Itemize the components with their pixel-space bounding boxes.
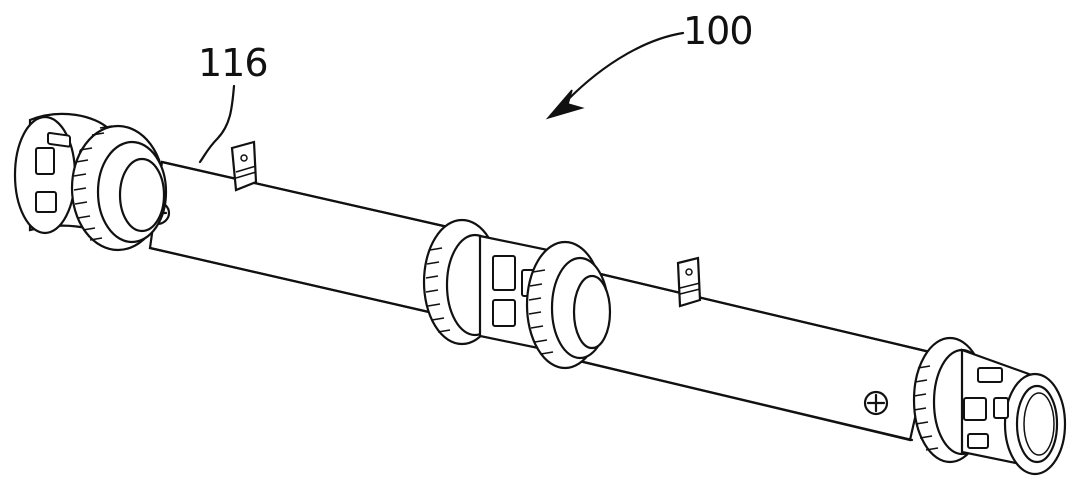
left-union-nut bbox=[70, 124, 168, 252]
assembly-leader-arrow bbox=[558, 31, 685, 110]
left-pipe-section bbox=[143, 160, 472, 320]
right-pipe-section bbox=[573, 270, 932, 442]
plus-marking bbox=[863, 390, 889, 416]
pipe-leader-line bbox=[198, 84, 236, 164]
right-mounting-tab bbox=[676, 256, 702, 308]
assembly-reference-label: 100 bbox=[683, 9, 753, 53]
pipe-reference-label: 116 bbox=[198, 41, 268, 85]
assembly-arrowhead bbox=[545, 89, 585, 120]
middle-union-nut-right bbox=[525, 240, 612, 370]
left-mounting-tab bbox=[230, 140, 258, 192]
right-end-cap bbox=[960, 348, 1067, 476]
